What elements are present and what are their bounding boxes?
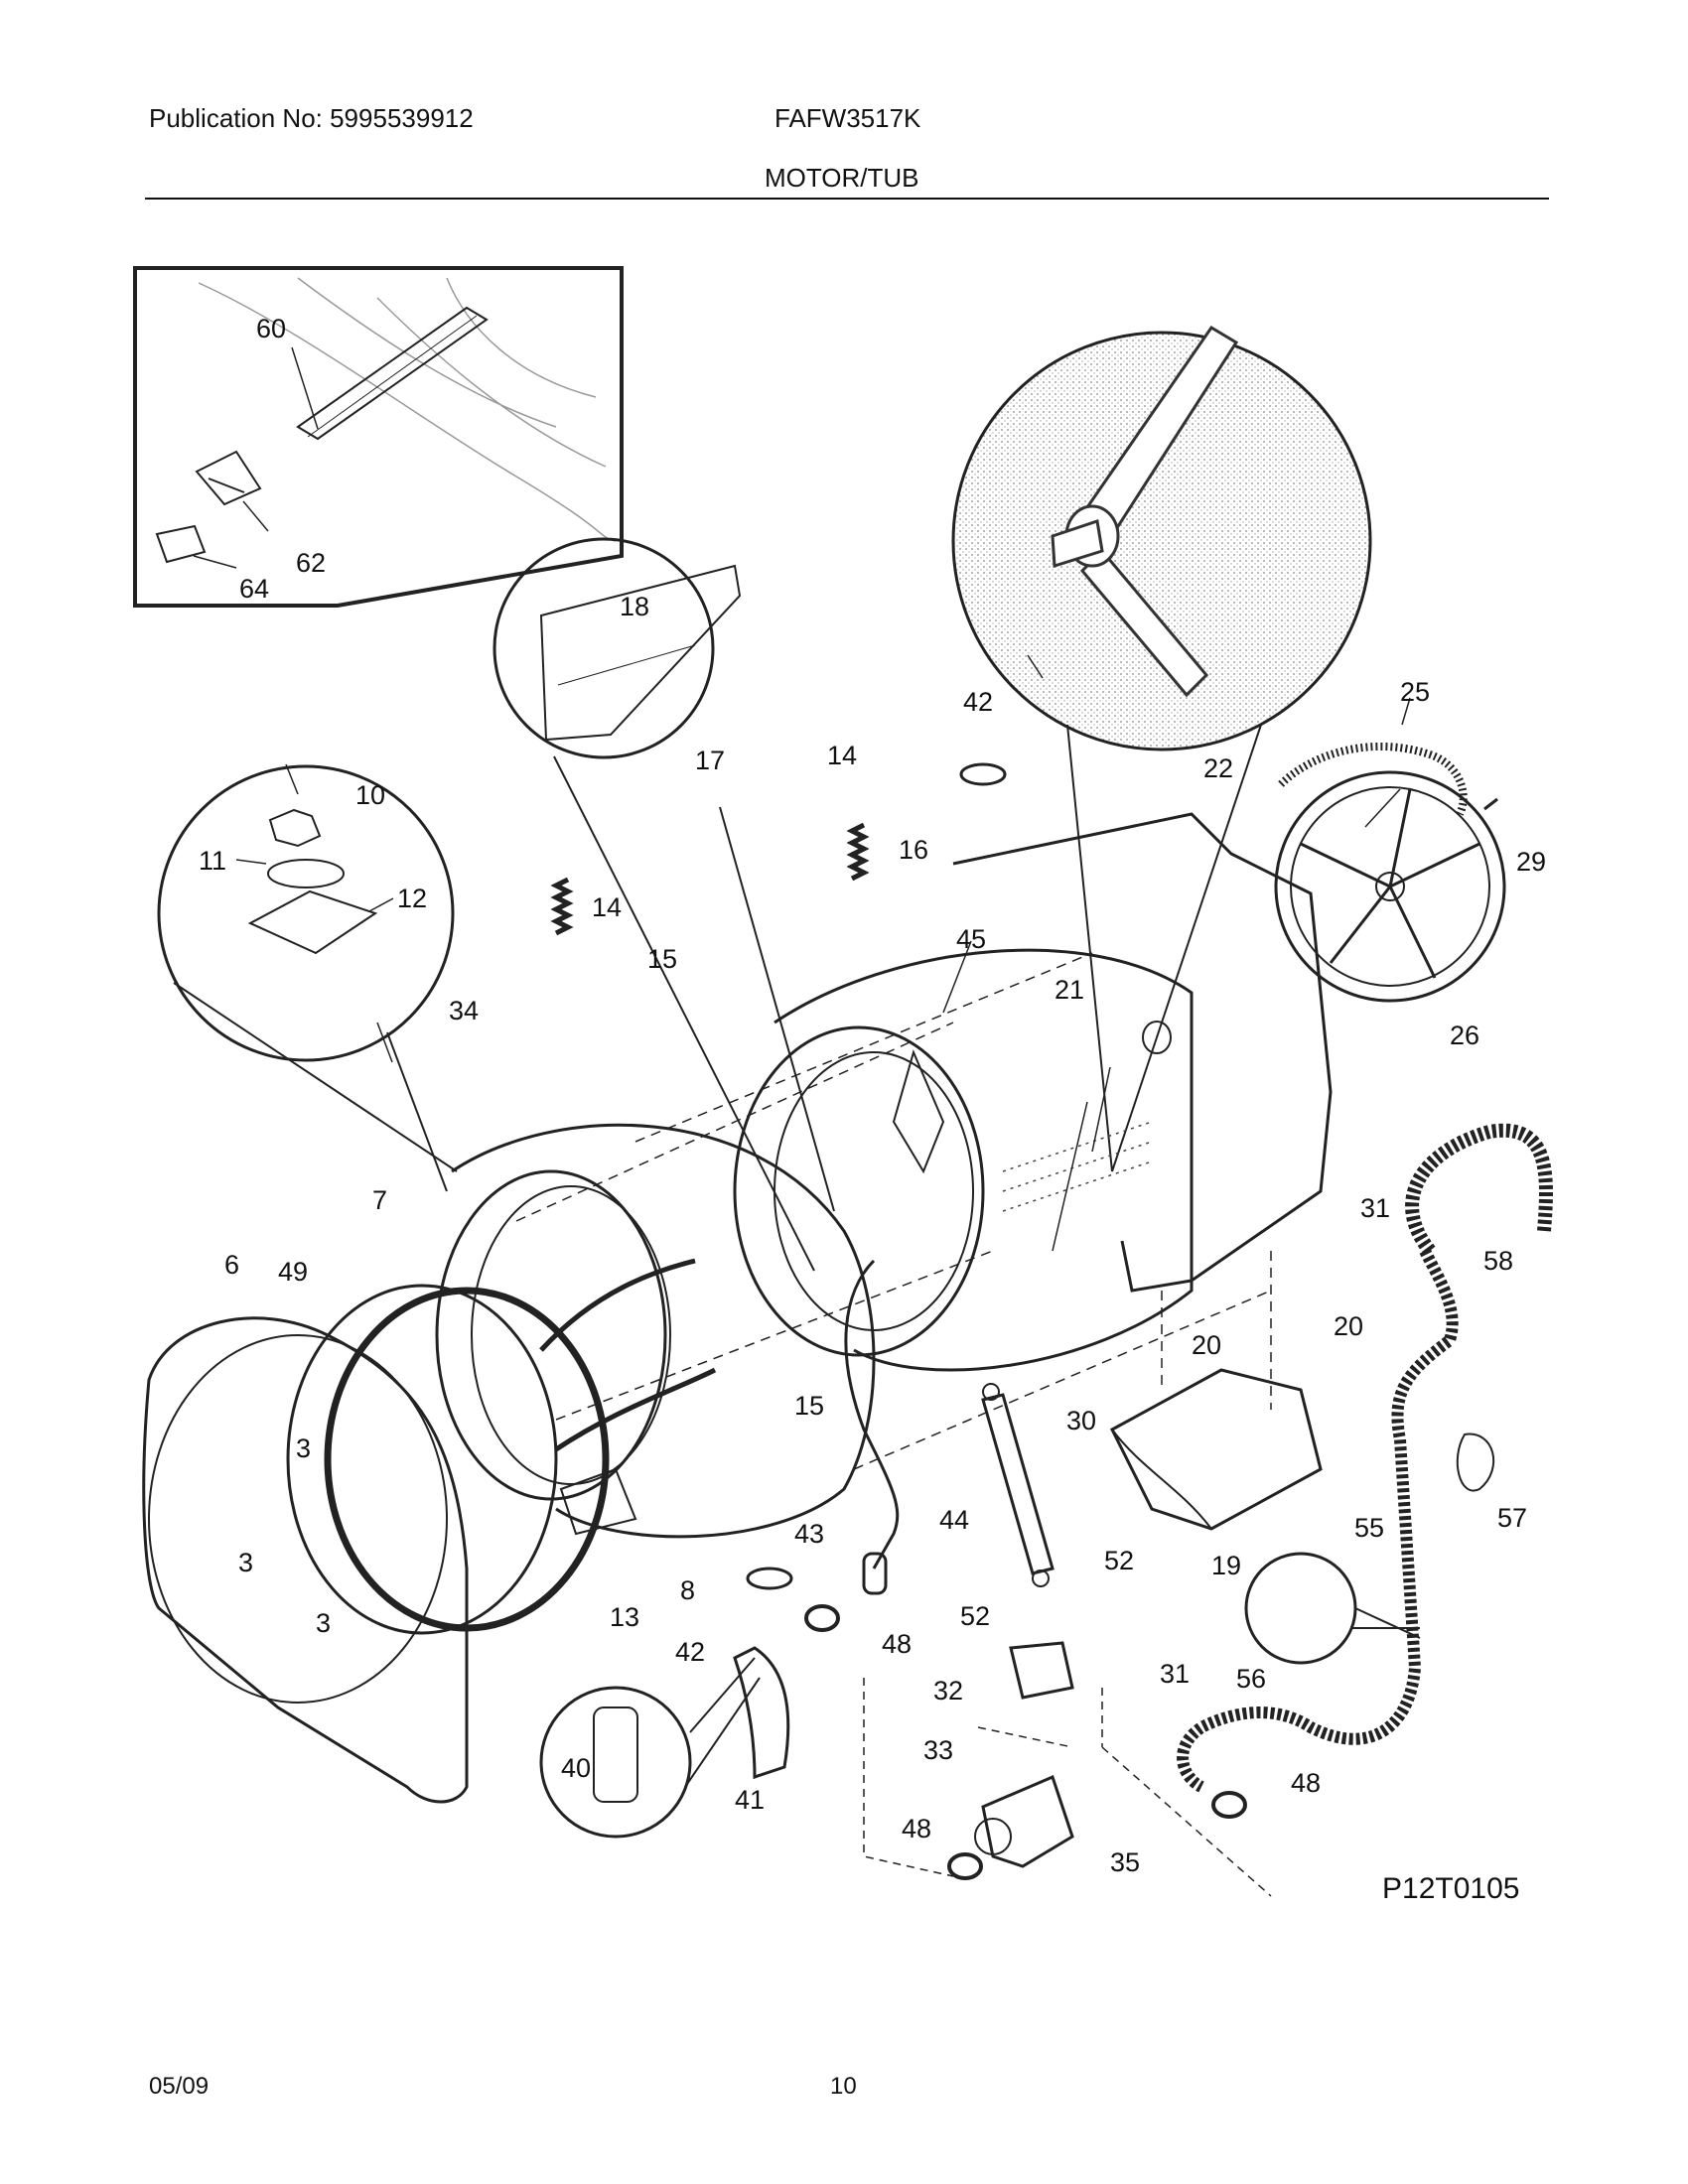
assembly-lines xyxy=(515,952,1272,1470)
part-label: 56 xyxy=(1236,1664,1266,1694)
rear-tub-half xyxy=(952,812,1333,1293)
leader-lines xyxy=(235,654,1411,1252)
part-label: 55 xyxy=(1354,1513,1384,1543)
heater-wire xyxy=(844,1259,900,1570)
part-label: 18 xyxy=(620,592,649,621)
part-label: 3 xyxy=(316,1608,331,1638)
part-label: 26 xyxy=(1450,1021,1479,1050)
part-label: 15 xyxy=(794,1391,824,1421)
part-label: 33 xyxy=(923,1735,953,1765)
spider-arm-sketch xyxy=(1051,325,1239,698)
clamp-48-b xyxy=(947,1852,983,1880)
callout-circle-spider xyxy=(951,331,1372,751)
inset-clip-62 xyxy=(195,450,262,506)
section-title: MOTOR/TUB xyxy=(765,163,919,193)
page-number: 10 xyxy=(830,2073,857,2100)
drum-perforations xyxy=(1002,1121,1153,1212)
part-label: 3 xyxy=(238,1548,253,1577)
part-label: 20 xyxy=(1334,1311,1363,1341)
part-label: 43 xyxy=(794,1519,824,1549)
part-label: 34 xyxy=(449,996,479,1025)
gasket-ring-7 xyxy=(324,1287,610,1632)
part-labels: 60 62 64 18 17 10 11 12 42 42 14 14 16 2… xyxy=(199,314,1546,1905)
part-label: 42 xyxy=(675,1637,705,1667)
drain-hose xyxy=(1405,1123,1553,1256)
part-label: 35 xyxy=(1110,1847,1140,1877)
part-label: 52 xyxy=(1104,1546,1134,1575)
front-panel xyxy=(142,1316,469,1804)
part-label: 42 xyxy=(963,687,993,717)
part-label: 40 xyxy=(561,1753,591,1783)
inlet-hose xyxy=(1177,1248,1459,1793)
part-label: 48 xyxy=(902,1814,931,1843)
part-label: 6 xyxy=(224,1250,239,1280)
part-label: 31 xyxy=(1360,1193,1390,1223)
callout-circle-17-18 xyxy=(492,537,715,759)
part-label: 20 xyxy=(1192,1330,1221,1360)
part-label: 29 xyxy=(1516,847,1546,877)
part-label: 58 xyxy=(1483,1246,1513,1276)
part-label: 21 xyxy=(1055,975,1084,1005)
header-rule xyxy=(145,198,1549,200)
gasket-ring-49 xyxy=(286,1284,558,1635)
part-label: 44 xyxy=(939,1505,969,1535)
inset-frame xyxy=(133,266,624,608)
clamp-42-b xyxy=(746,1567,793,1590)
part-label: 3 xyxy=(296,1433,311,1463)
part-label: 45 xyxy=(956,924,986,954)
part-label: 16 xyxy=(899,835,928,865)
part-label: 32 xyxy=(933,1676,963,1706)
part-label: 41 xyxy=(735,1785,765,1815)
part-label: 12 xyxy=(397,884,427,913)
inset-bracket-60 xyxy=(296,306,489,441)
part-label: 49 xyxy=(278,1257,308,1287)
part-label: 60 xyxy=(256,314,286,343)
part-label: 25 xyxy=(1400,677,1430,707)
clamp-42-a xyxy=(959,762,1007,786)
callout-circle-40 xyxy=(539,1686,692,1839)
publication-date: 05/09 xyxy=(149,2073,210,2100)
bracket-32 xyxy=(1009,1641,1074,1700)
part-label: 14 xyxy=(592,892,622,922)
part-label: 64 xyxy=(239,574,269,604)
motor xyxy=(1110,1368,1323,1531)
part-label: 30 xyxy=(1066,1406,1096,1435)
part-label: 22 xyxy=(1203,753,1233,783)
diagram-code: P12T0105 xyxy=(1382,1872,1519,1905)
pump-35 xyxy=(981,1774,1074,1868)
belt xyxy=(1278,743,1468,816)
part-label: 48 xyxy=(1291,1768,1321,1798)
hose-clip-57 xyxy=(1456,1433,1495,1492)
part-label: 15 xyxy=(647,944,677,974)
model-number: FAFW3517K xyxy=(774,103,921,133)
part-label: 10 xyxy=(355,780,385,810)
part-label: 13 xyxy=(610,1602,639,1632)
part-label: 7 xyxy=(372,1185,387,1215)
pump-bellows-41 xyxy=(733,1646,790,1780)
part-label: 8 xyxy=(680,1575,695,1605)
part-label: 48 xyxy=(882,1629,912,1659)
clamp-48-a xyxy=(804,1604,840,1632)
inset-clip-64 xyxy=(155,524,207,564)
part-label: 14 xyxy=(827,741,857,770)
part-label: 17 xyxy=(695,746,725,775)
part-label: 57 xyxy=(1497,1503,1527,1533)
callout-circle-10-11-12 xyxy=(157,764,455,1062)
part-label: 62 xyxy=(296,548,326,578)
clamp-48-c xyxy=(1211,1791,1247,1819)
part-label: 31 xyxy=(1160,1659,1190,1689)
pulley xyxy=(1274,770,1506,1003)
drum xyxy=(774,948,1194,1372)
callout-circle-56 xyxy=(1244,1552,1357,1665)
spring-14-left xyxy=(550,877,574,936)
part-label: 11 xyxy=(199,846,226,876)
counterweight xyxy=(559,1467,637,1536)
publication-number: Publication No: 5995539912 xyxy=(149,103,474,133)
spring-14-right xyxy=(846,822,870,882)
part-label: 52 xyxy=(960,1601,990,1631)
front-tub-half xyxy=(451,1123,876,1539)
part-label: 19 xyxy=(1211,1551,1241,1580)
shock-absorber xyxy=(981,1393,1055,1575)
